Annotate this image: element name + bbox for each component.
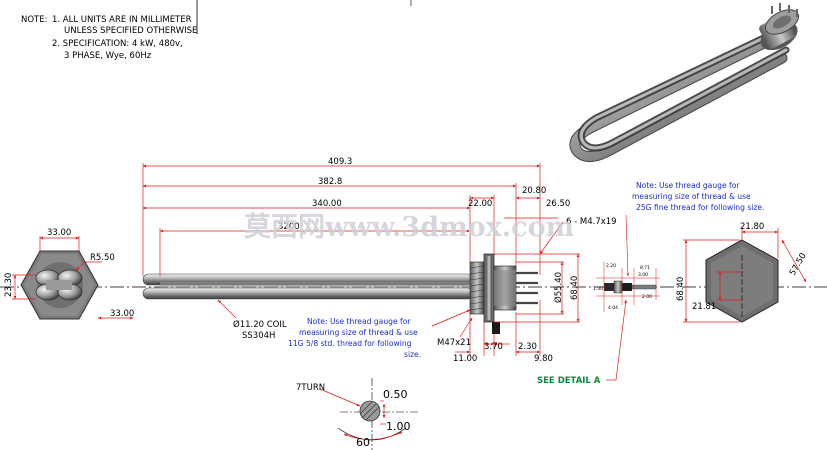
detail-dim-2: 8.71 — [640, 265, 650, 271]
note-fine-line-2: measuring size of thread & use — [632, 192, 751, 201]
detail-dim-3: 3.00 — [638, 272, 648, 278]
detail-dim-5: 4.04 — [608, 305, 618, 311]
dim-flange-half: 21.80 — [740, 222, 764, 232]
note-std-line-2: measuring size of thread & use — [299, 328, 418, 337]
hex-end-view — [20, 250, 99, 320]
dim-hex-offset: 33.00 — [110, 309, 134, 319]
dim-pitch: 0.50 — [383, 388, 408, 401]
note-line-1: 1. ALL UNITS ARE IN MILLIMETER — [52, 15, 192, 25]
dim-980: 9.80 — [534, 354, 553, 364]
notes-label: NOTE: — [21, 15, 47, 25]
detail-dim-6: 2.00 — [642, 294, 652, 300]
dim-11: 11.00 — [453, 354, 477, 364]
dim-370: 3.70 — [484, 342, 503, 352]
dim-flange: 68.40 — [570, 276, 580, 300]
dim-main-thread: M47x21 — [437, 338, 471, 348]
watermark: 莫西网www.3dmox.com — [244, 212, 574, 243]
note-std-line-3: 11G 5/8 std. thread for following — [288, 339, 412, 348]
dim-2080: 20.80 — [522, 186, 546, 196]
hex-flange-view — [705, 239, 779, 323]
dim-382: 382.8 — [318, 177, 342, 187]
note-line-2: UNLESS SPECIFIED OTHERWISE — [64, 26, 197, 36]
dim-angle: 60 — [356, 436, 370, 449]
dim-coil: Ø11.20 COIL — [233, 319, 287, 330]
note-fine-line-1: Note: Use thread gauge for — [636, 181, 740, 190]
coil-turn-detail — [337, 378, 418, 450]
dim-flange-inner: 21.81 — [692, 302, 716, 312]
dim-230: 2.30 — [518, 342, 537, 352]
coil-dimensions — [319, 388, 403, 440]
detail-dim-4: 1.30 — [593, 286, 603, 292]
terminal-detail — [596, 214, 660, 312]
side-dimensions — [142, 163, 580, 356]
dim-bore: Ø55.40 — [553, 272, 564, 303]
dim-wire: 1.00 — [386, 420, 411, 433]
dim-3200: 3200 — [278, 222, 300, 232]
flange-dimensions — [683, 228, 807, 323]
note-std-line-4: size. — [404, 350, 421, 359]
note-fine-line-3: 25G fine thread for following size. — [636, 203, 765, 212]
material-label: SS304H — [242, 331, 275, 341]
coil-end-icon — [35, 269, 83, 301]
detail-leader — [606, 299, 627, 381]
dim-hex-width: 33.00 — [47, 228, 71, 238]
note-line-4: 3 PHASE, Wye, 60Hz — [64, 51, 152, 61]
hex-dimensions — [12, 236, 134, 320]
detail-dim-1: 2.20 — [606, 263, 616, 269]
dim-turns: 7TURN — [296, 383, 325, 393]
dim-radius: R5.50 — [90, 253, 115, 263]
note-line-3: 2. SPECIFICATION: 4 kW, 480v, — [52, 39, 183, 49]
thread-note-std: Note: Use thread gauge for measuring siz… — [288, 317, 421, 359]
dim-terminal-thread: 6 - M4.7x19 — [566, 217, 617, 227]
heater-side-view — [142, 253, 538, 334]
heater-3d-render — [569, 3, 800, 162]
detail-a-label: SEE DETAIL A — [537, 376, 601, 386]
dim-2650: 26.50 — [546, 199, 570, 209]
note-std-line-1: Note: Use thread gauge for — [307, 317, 411, 326]
notes-block: NOTE: 1. ALL UNITS ARE IN MILLIMETER UNL… — [21, 15, 197, 61]
dim-340: 340.00 — [312, 199, 342, 209]
dim-flange-hex: 68.40 — [676, 277, 686, 301]
dim-22: 22.00 — [468, 199, 492, 209]
thread-note-fine: Note: Use thread gauge for measuring siz… — [632, 181, 765, 212]
dim-hex-height: 23.30 — [4, 273, 14, 297]
dim-overall-length: 409.3 — [328, 157, 352, 167]
